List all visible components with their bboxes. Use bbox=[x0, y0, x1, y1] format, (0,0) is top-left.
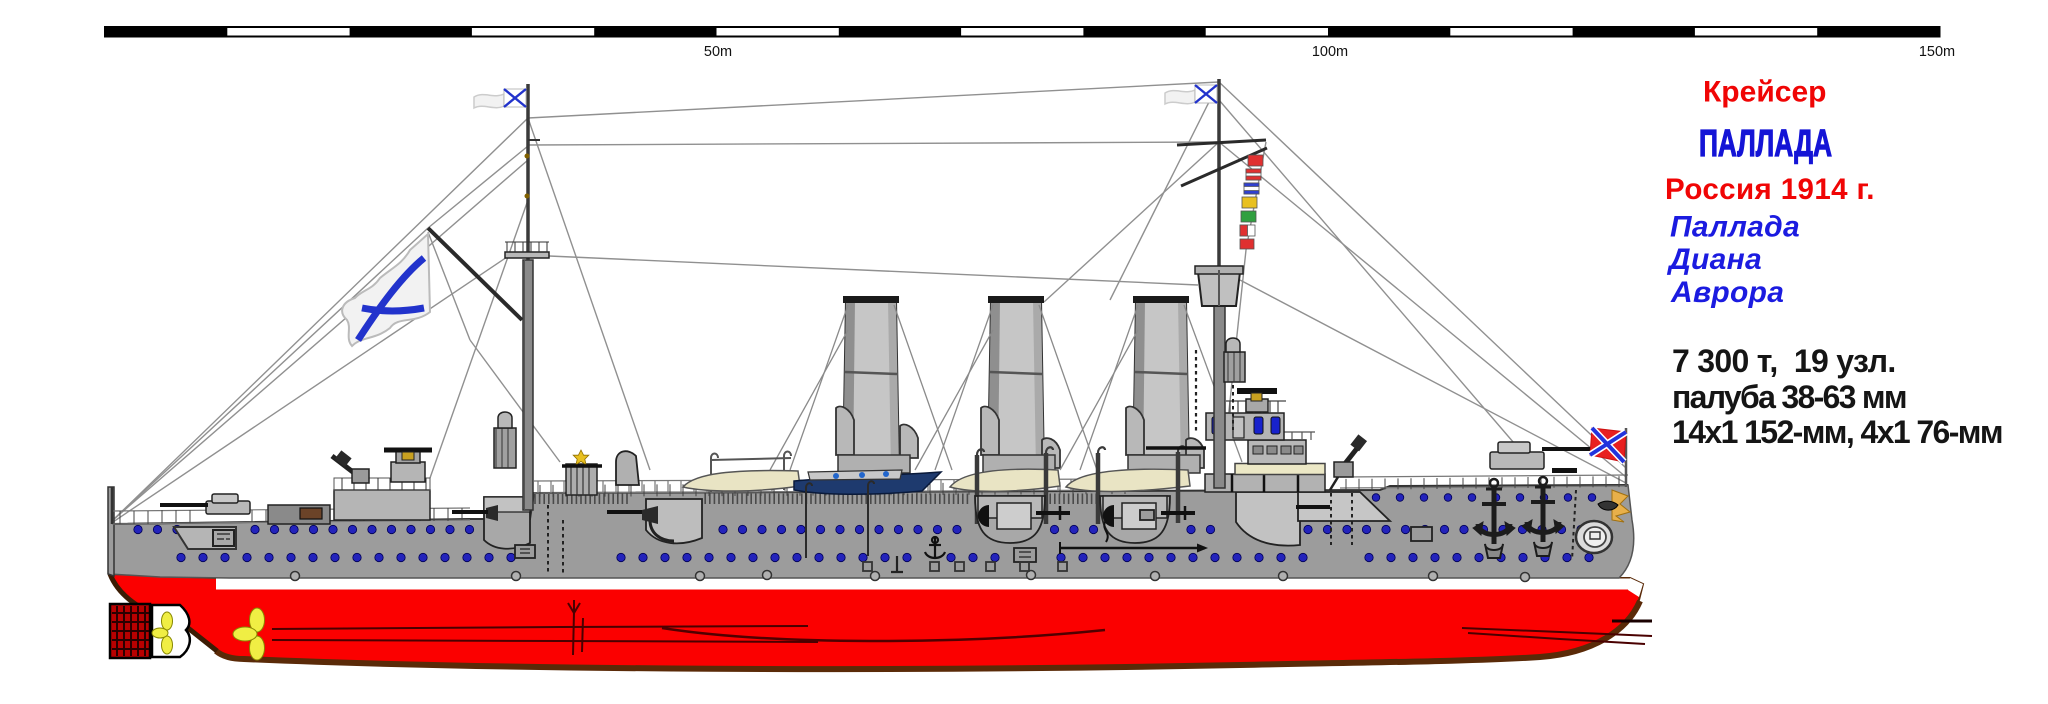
svg-text:7 300 т, 19 узл.: 7 300 т, 19 узл. bbox=[1672, 343, 1896, 379]
svg-text:Паллада: Паллада bbox=[1670, 211, 1800, 244]
svg-text:150m: 150m bbox=[1919, 44, 1955, 60]
svg-text:100m: 100m bbox=[1312, 44, 1348, 60]
svg-text:50m: 50m bbox=[704, 44, 732, 60]
svg-text:ПАЛЛАДА: ПАЛЛАДА bbox=[1699, 123, 1832, 165]
svg-text:Диана: Диана bbox=[1666, 243, 1762, 276]
svg-text:Россия 1914 г.: Россия 1914 г. bbox=[1665, 173, 1875, 206]
svg-text:14х1 152-мм, 4х1 76-мм: 14х1 152-мм, 4х1 76-мм bbox=[1672, 414, 2002, 450]
svg-text:Аврора: Аврора bbox=[1670, 276, 1784, 309]
svg-text:Крейсер: Крейсер bbox=[1703, 76, 1826, 109]
svg-text:палуба 38-63 мм: палуба 38-63 мм bbox=[1672, 379, 1906, 415]
